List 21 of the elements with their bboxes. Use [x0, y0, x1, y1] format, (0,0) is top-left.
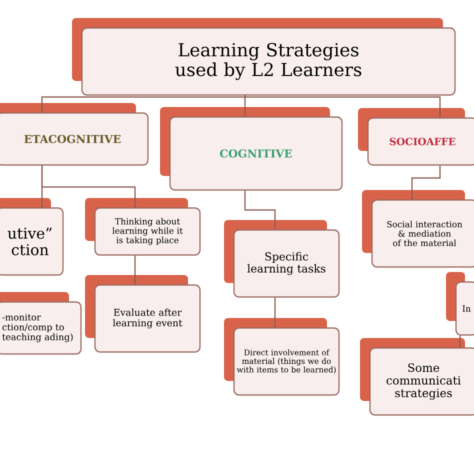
strategy-box: SOCIOAFFE: [358, 108, 474, 166]
strategy-box: utive” ction: [0, 198, 64, 276]
connector-line: [411, 166, 441, 200]
strategy-box: Thinking about learning while it is taking place: [85, 198, 201, 256]
strategy-box: Some communicati strategies: [360, 338, 474, 416]
connector-line: [134, 256, 136, 284]
connector-line: [459, 336, 461, 348]
connector-line: [244, 95, 441, 118]
strategy-box: ETACOGNITIVE: [0, 103, 149, 166]
strategy-box: In: [446, 272, 474, 336]
connector-line: [41, 166, 136, 208]
strategy-box: Evaluate after learning event: [85, 275, 201, 353]
strategy-box: Learning Strategies used by L2 Learners: [72, 18, 456, 96]
strategy-box: -monitor ction/comp to teaching ading): [0, 292, 82, 355]
connector-line: [274, 298, 276, 328]
strategy-box: Social interaction & mediation of the material: [362, 190, 474, 268]
strategy-box: Specific learning tasks: [224, 220, 340, 298]
connector-line: [41, 95, 246, 112]
strategy-box: COGNITIVE: [160, 107, 343, 191]
connector-line: [244, 96, 246, 116]
connector-line: [244, 190, 276, 230]
